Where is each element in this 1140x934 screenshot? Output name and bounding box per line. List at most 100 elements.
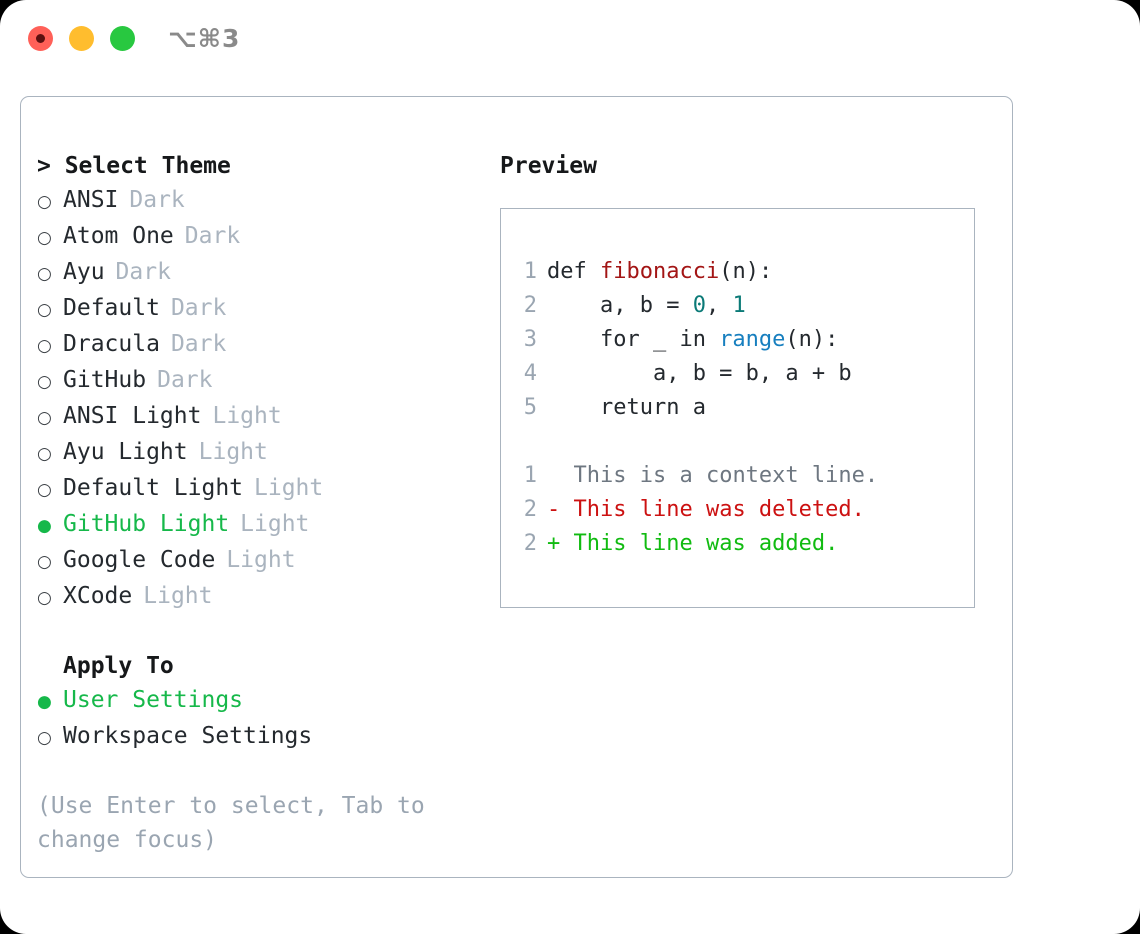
theme-option-variant: Light [198, 439, 268, 465]
radio-unselected-icon: ○ [37, 480, 52, 500]
code-token-plain: (n): [785, 327, 839, 352]
radio-unselected-icon: ○ [37, 588, 52, 608]
code-token-plain: def [547, 259, 600, 284]
diff-text: This line was deleted. [573, 497, 865, 522]
close-button[interactable] [28, 26, 53, 51]
theme-option-label: Atom One [63, 223, 174, 249]
code-line: 1 def fibonacci(n): [501, 255, 974, 289]
code-line-content: a, b = 0, 1 [547, 289, 746, 323]
radio-unselected-icon: ○ [37, 228, 52, 248]
theme-option-variant: Light [240, 511, 310, 537]
theme-option-variant: Light [254, 475, 324, 501]
theme-option-label: XCode [63, 583, 133, 609]
theme-option-label: Ayu Light [63, 439, 188, 465]
code-token-plain: (n): [719, 259, 773, 284]
apply-to-header: Apply To [63, 653, 174, 679]
code-token-call: range [719, 327, 786, 352]
diff-marker [547, 459, 574, 493]
apply-to-option-user-settings[interactable]: ●User Settings [37, 683, 477, 719]
radio-unselected-icon: ○ [37, 264, 52, 284]
preview-title: Preview [500, 153, 597, 179]
theme-option-dracula[interactable]: ○ Dracula Dark [37, 327, 477, 363]
theme-option-variant: Light [226, 547, 296, 573]
select-theme-header: > Select Theme [37, 153, 231, 179]
minimize-button[interactable] [69, 26, 94, 51]
code-line: 4 a, b = b, a + b [501, 357, 974, 391]
code-line: 3 for _ in range(n): [501, 323, 974, 357]
window-title: ⌥⌘3 [168, 24, 241, 53]
theme-option-default[interactable]: ○ Default Dark [37, 291, 477, 327]
theme-option-variant: Light [143, 583, 213, 609]
theme-option-variant: Dark [170, 331, 227, 357]
theme-option-label: ANSI Light [63, 403, 202, 429]
radio-selected-icon: ● [37, 516, 52, 536]
theme-option-label: Google Code [63, 547, 216, 573]
theme-option-label: Default [63, 295, 160, 321]
column-spacer [37, 615, 477, 649]
diff-text: This is a context line. [573, 463, 879, 488]
radio-unselected-icon: ○ [37, 372, 52, 392]
line-number: 3 [523, 327, 537, 352]
diff-text: This line was added. [573, 531, 839, 556]
theme-option-atom-one[interactable]: ○ Atom One Dark [37, 219, 477, 255]
theme-option-label: Dracula [63, 331, 160, 357]
diff-marker: - [547, 497, 574, 522]
radio-unselected-icon: ○ [37, 444, 52, 464]
radio-unselected-icon: ○ [37, 300, 52, 320]
diff-line-deleted: 2- This line was deleted. [501, 493, 974, 527]
radio-unselected-icon: ○ [37, 728, 52, 748]
diff-sample: 1 This is a context line.2- This line wa… [501, 459, 974, 561]
theme-option-xcode[interactable]: ○ XCode Light [37, 579, 477, 615]
keyboard-hint: (Use Enter to select, Tab to change focu… [37, 793, 425, 853]
theme-option-google-code[interactable]: ○ Google Code Light [37, 543, 477, 579]
line-number: 2 [523, 293, 537, 318]
theme-option-ansi[interactable]: ○ ANSI Dark [37, 183, 477, 219]
radio-unselected-icon: ○ [37, 552, 52, 572]
code-line: 5 return a [501, 391, 974, 425]
code-token-plain: a, b = [547, 293, 693, 318]
line-number: 4 [523, 361, 537, 386]
line-number: 1 [523, 259, 537, 284]
radio-selected-icon: ● [37, 692, 52, 712]
theme-option-variant: Dark [157, 367, 213, 393]
code-token-plain: for _ in [547, 327, 720, 352]
line-number: 2 [523, 497, 537, 522]
code-token-plain: , [705, 293, 733, 318]
code-line-content: for _ in range(n): [547, 323, 838, 357]
code-token-plain: return a [547, 395, 706, 420]
theme-option-variant: Light [212, 403, 282, 429]
theme-option-variant: Dark [129, 187, 185, 213]
apply-to-option-workspace-settings[interactable]: ○ Workspace Settings [37, 719, 477, 755]
traffic-light-group [28, 26, 135, 51]
code-diff-gap [501, 425, 974, 459]
diff-line-context: 1 This is a context line. [501, 459, 974, 493]
theme-option-label: ANSI [63, 187, 119, 213]
line-number: 5 [523, 395, 537, 420]
code-line-content: return a [547, 391, 706, 425]
apply-to-option-label: Workspace Settings [63, 723, 313, 749]
theme-option-label: Ayu [63, 259, 105, 285]
code-token-num: 0 [692, 293, 706, 318]
code-token-num: 1 [732, 293, 746, 318]
theme-option-ayu-light[interactable]: ○ Ayu Light Light [37, 435, 477, 471]
diff-marker: + [547, 531, 574, 556]
title-bar: ⌥⌘3 [0, 0, 1140, 78]
theme-option-variant: Dark [184, 223, 241, 249]
line-number: 2 [523, 531, 537, 556]
theme-option-variant: Dark [170, 295, 227, 321]
radio-unselected-icon: ○ [37, 192, 52, 212]
maximize-button[interactable] [110, 26, 135, 51]
radio-unselected-icon: ○ [37, 336, 52, 356]
code-token-fn: fibonacci [599, 259, 720, 284]
apply-to-option-list: ●User Settings ○ Workspace Settings [37, 683, 477, 755]
